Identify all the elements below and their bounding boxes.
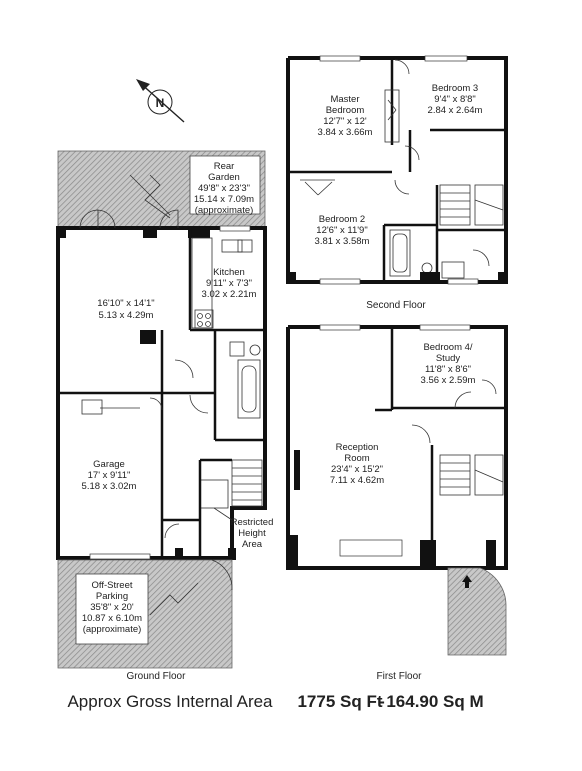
first-floor-title: First Floor [377, 671, 423, 682]
reception-l2: Room [344, 453, 369, 464]
garage-metric: 5.18 x 3.02m [82, 481, 137, 492]
reception-imperial: 23'4" x 15'2" [331, 464, 383, 475]
rear-garden-metric: 15.14 x 7.09m [194, 194, 254, 205]
parking-l1: Off-Street [91, 580, 132, 591]
restricted-l1: Restricted [231, 517, 274, 528]
summary-sqft: 1775 Sq Ft [297, 692, 382, 711]
bed4-l1: Bedroom 4/ [423, 342, 472, 353]
kitchen-name: Kitchen [213, 267, 245, 278]
parking-imperial: 35'8" x 20' [90, 602, 134, 613]
ground-floor-labels: Rear Garden 49'8" x 23'3" 15.14 x 7.09m … [82, 161, 274, 682]
bed2-name: Bedroom 2 [319, 214, 365, 225]
master-l2: Bedroom [326, 105, 365, 116]
master-metric: 3.84 x 3.66m [318, 127, 373, 138]
rear-garden-note: (approximate) [195, 205, 254, 216]
bed4-l2: Study [436, 353, 461, 364]
bed3-metric: 2.84 x 2.64m [428, 105, 483, 116]
restricted-l2: Height [238, 528, 266, 539]
parking-note: (approximate) [83, 624, 142, 635]
restricted-l3: Area [242, 539, 263, 550]
bed4-imperial: 11'8" x 8'6" [425, 364, 471, 375]
second-floor-title: Second Floor [366, 300, 426, 311]
second-floor-labels: Master Bedroom 12'7" x 12' 3.84 x 3.66m … [315, 83, 483, 247]
living-imperial: 16'10" x 14'1" [97, 298, 154, 309]
parking-l2: Parking [96, 591, 128, 602]
bed3-name: Bedroom 3 [432, 83, 478, 94]
first-floor-plan: First Floor [286, 324, 508, 682]
garage-imperial: 17' x 9'11" [88, 470, 131, 481]
ground-floor-plan [56, 150, 267, 669]
compass-icon: N [136, 79, 185, 123]
bed4-metric: 3.56 x 2.59m [421, 375, 476, 386]
compass-letter: N [156, 96, 165, 110]
ground-floor-title: Ground Floor [127, 671, 187, 682]
parking-metric: 10.87 x 6.10m [82, 613, 142, 624]
reception-metric: 7.11 x 4.62m [330, 475, 384, 486]
bed2-imperial: 12'6" x 11'9" [316, 225, 367, 236]
garage-name: Garage [93, 459, 125, 470]
rear-garden-name-l1: Rear [214, 161, 235, 172]
living-metric: 5.13 x 4.29m [99, 310, 154, 321]
master-imperial: 12'7" x 12' [323, 116, 367, 127]
bed3-imperial: 9'4" x 8'8" [434, 94, 476, 105]
area-summary: Approx Gross Internal Area 1775 Sq Ft - … [67, 692, 483, 711]
kitchen-imperial: 9'11" x 7'3" [206, 278, 252, 289]
master-l1: Master [330, 94, 359, 105]
reception-l1: Reception [336, 442, 379, 453]
summary-label: Approx Gross Internal Area [67, 692, 273, 711]
bed2-metric: 3.81 x 3.58m [315, 236, 370, 247]
rear-garden-imperial: 49'8" x 23'3" [198, 183, 250, 194]
rear-garden-name-l2: Garden [208, 172, 240, 183]
first-floor-labels: Bedroom 4/ Study 11'8" x 8'6" 3.56 x 2.5… [330, 342, 476, 486]
kitchen-metric: 3.02 x 2.21m [202, 289, 257, 300]
summary-separator: - [379, 692, 385, 711]
summary-sqm: 164.90 Sq M [386, 692, 483, 711]
second-floor-plan: Second Floor [286, 55, 508, 311]
